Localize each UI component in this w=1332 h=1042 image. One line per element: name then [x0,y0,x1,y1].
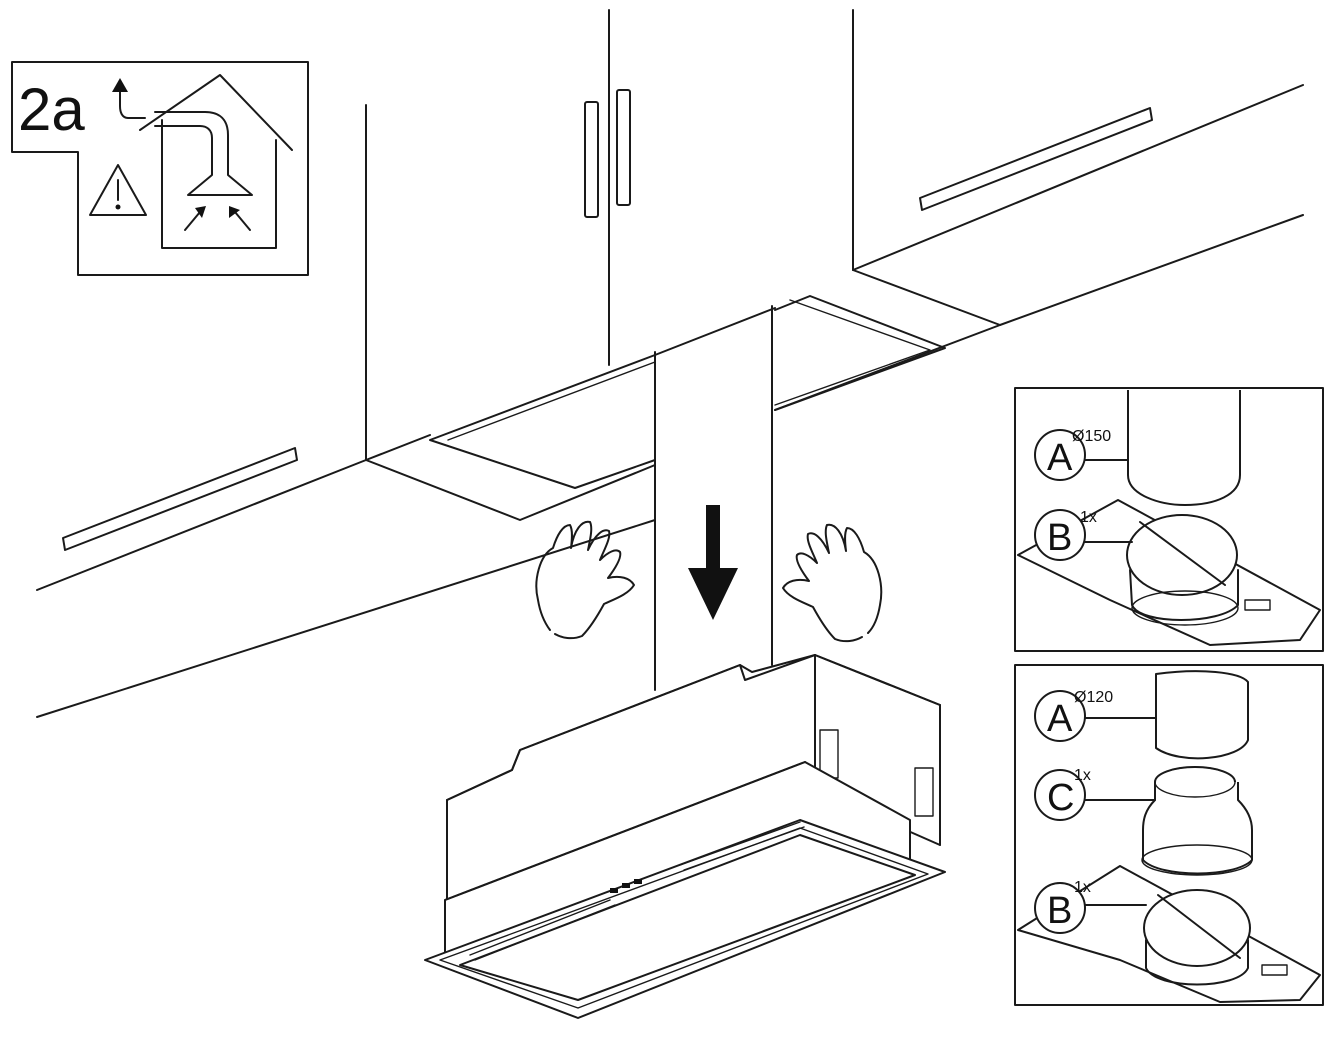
warning-icon [89,164,147,216]
detail-panel-150: A Ø150 B 1x [1014,387,1324,652]
svg-text:C: C [1047,777,1074,819]
svg-text:A: A [1047,437,1073,479]
cabinet-handle [584,101,599,218]
downward-arrow [688,505,738,620]
cabinet-handle [62,447,298,551]
part-callout: B 1x [1034,509,1133,561]
part-callout: C 1x [1034,767,1156,821]
svg-text:B: B [1047,890,1072,932]
air-intake-icon [184,206,251,231]
detail-panel-120: A Ø120 C 1x B 1x [1014,664,1324,1006]
svg-text:1x: 1x [1074,767,1091,784]
hands-icon [535,520,883,643]
part-callout: B 1x [1034,879,1147,934]
svg-text:1x: 1x [1080,509,1097,526]
svg-text:1x: 1x [1074,879,1091,896]
svg-text:B: B [1047,517,1072,559]
svg-text:Ø120: Ø120 [1074,689,1113,706]
cabinet-underside [36,214,1304,718]
cabinet-handle [919,107,1153,211]
svg-text:A: A [1047,698,1073,740]
duct-column [654,305,773,691]
cabinet-handle [616,89,631,206]
part-callout: A Ø150 [1034,428,1129,481]
step-badge: 2a [11,61,309,276]
hood-unit [424,654,946,1019]
step-label: 2a [18,76,85,143]
part-callout: A Ø120 [1034,689,1157,742]
exhaust-outlet-icon [112,78,146,119]
wall-cabinets [36,9,1304,591]
svg-text:Ø150: Ø150 [1072,428,1111,445]
